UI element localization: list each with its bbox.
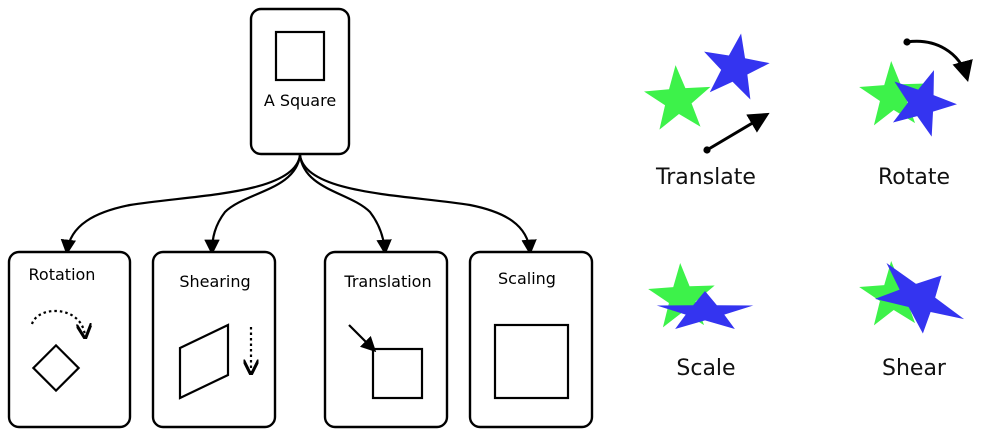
star-original-icon <box>642 62 714 131</box>
sheared-square-icon <box>178 323 230 400</box>
star-translated-icon <box>697 27 774 102</box>
shearing-label: Shearing <box>179 272 250 291</box>
connector-scaling <box>298 154 537 256</box>
connector-shearing <box>204 154 302 256</box>
connector-translation <box>298 154 392 256</box>
node-shearing: Shearing <box>151 250 277 429</box>
star-examples: Translate Rotate Scale Shear <box>642 27 977 381</box>
translate-arrow-icon <box>706 112 770 152</box>
translated-square-icon <box>371 347 424 400</box>
example-scale: Scale <box>646 261 754 381</box>
scale-label: Scale <box>676 356 735 381</box>
example-translate: Translate <box>642 27 774 190</box>
square-icon <box>274 30 326 82</box>
translation-arrow-icon <box>348 324 377 353</box>
root-label: A Square <box>264 91 336 110</box>
rotated-square-icon <box>31 343 81 393</box>
translate-label: Translate <box>655 165 756 190</box>
scaling-label: Scaling <box>498 269 556 288</box>
rotation-arrow-icon <box>30 309 85 336</box>
rotate-arrow-icon <box>906 39 973 83</box>
node-rotation: Rotation <box>7 250 132 429</box>
example-shear: Shear <box>853 251 977 381</box>
scaled-square-icon <box>493 323 570 400</box>
rotate-label: Rotate <box>878 165 950 190</box>
example-rotate: Rotate <box>857 38 973 190</box>
translation-label: Translation <box>343 272 431 291</box>
rotation-label: Rotation <box>29 265 96 284</box>
connector-rotation <box>60 154 302 256</box>
tree-diagram: A Square Rotation Shearing Translation S… <box>7 7 594 429</box>
node-translation: Translation <box>323 250 449 429</box>
tree-connectors <box>60 154 537 256</box>
shear-label: Shear <box>882 356 947 381</box>
node-scaling: Scaling <box>468 250 594 429</box>
root-node: A Square <box>249 7 351 156</box>
